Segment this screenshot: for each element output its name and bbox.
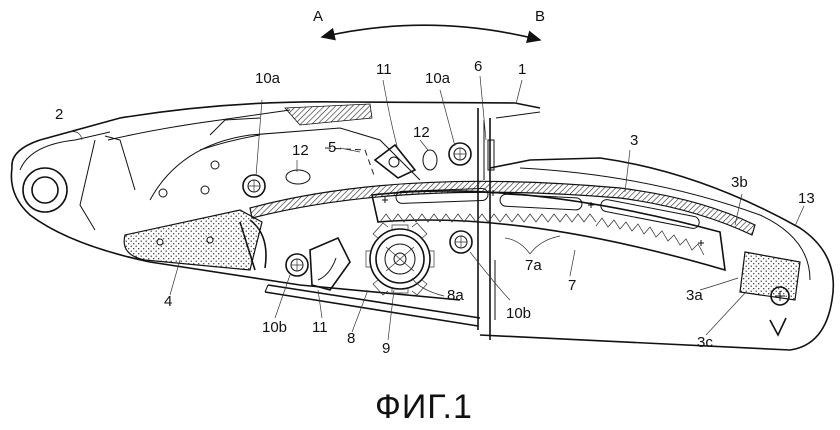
label-5: 5 xyxy=(328,139,336,156)
label-3c: 3c xyxy=(697,334,713,351)
direction-label-a: A xyxy=(313,8,323,25)
hole-12-right xyxy=(422,149,438,171)
label-8a: 8a xyxy=(447,287,464,304)
label-10a-right: 10a xyxy=(425,70,451,87)
label-3b: 3b xyxy=(731,174,748,191)
label-3: 3 xyxy=(630,132,638,149)
label-2: 2 xyxy=(55,106,63,123)
direction-arrow xyxy=(320,24,542,44)
label-13: 13 xyxy=(798,190,815,207)
gear-9 xyxy=(365,222,435,296)
label-12-left: 12 xyxy=(292,142,309,159)
label-8: 8 xyxy=(347,330,355,347)
cam-11-bottom xyxy=(309,236,351,291)
cam-11-top xyxy=(373,143,417,179)
label-3a: 3a xyxy=(686,287,703,304)
rear-frame-2 xyxy=(10,101,541,301)
hole-12-left xyxy=(285,169,311,185)
label-10a-left: 10a xyxy=(255,70,281,87)
label-4: 4 xyxy=(164,293,172,310)
label-6: 6 xyxy=(474,58,482,75)
label-7a: 7a xyxy=(525,257,542,274)
direction-label-b: B xyxy=(535,8,545,25)
label-11-top: 11 xyxy=(376,61,392,78)
label-10b-left: 10b xyxy=(262,319,287,336)
rack-7 xyxy=(371,188,726,272)
label-7: 7 xyxy=(568,277,576,294)
label-10b-right: 10b xyxy=(506,305,531,322)
block-4 xyxy=(123,209,263,271)
pivot-inner-circle xyxy=(31,176,59,204)
bracket-5 xyxy=(149,117,421,201)
figure-caption: ФИГ.1 xyxy=(375,388,473,425)
pivot-outer-circle xyxy=(22,167,68,213)
label-11-bottom: 11 xyxy=(312,319,328,336)
roller-10a-right xyxy=(448,142,472,166)
leader-lines xyxy=(69,75,805,341)
front-housing-13 xyxy=(479,157,835,351)
rail-end-block xyxy=(739,251,801,337)
roller-10b-right xyxy=(449,230,473,254)
lower-frame-8 xyxy=(264,260,496,327)
label-12-right: 12 xyxy=(413,124,430,141)
roller-10a-left xyxy=(242,174,266,198)
roller-10b-left xyxy=(285,253,309,277)
end-roller xyxy=(770,286,790,306)
label-1: 1 xyxy=(518,61,526,78)
label-9: 9 xyxy=(382,340,390,357)
